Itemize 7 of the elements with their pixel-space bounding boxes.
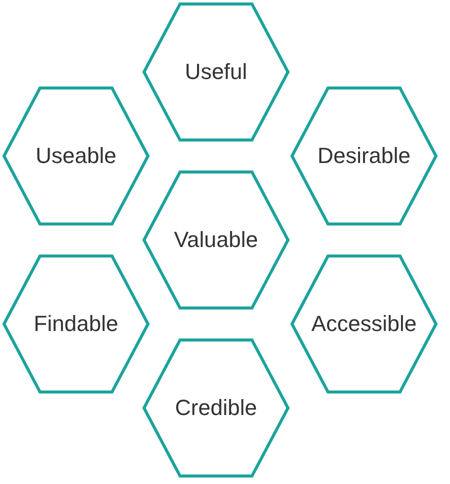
hexagon-label: Desirable — [316, 144, 412, 168]
hexagon-label: Valuable — [173, 228, 259, 252]
hexagon-label: Useable — [34, 144, 118, 168]
hexagon-label: Findable — [32, 312, 120, 336]
hexagon-label: Useful — [184, 60, 248, 84]
hexagon-label: Accessible — [310, 312, 418, 336]
hexagon-label: Credible — [174, 396, 258, 420]
